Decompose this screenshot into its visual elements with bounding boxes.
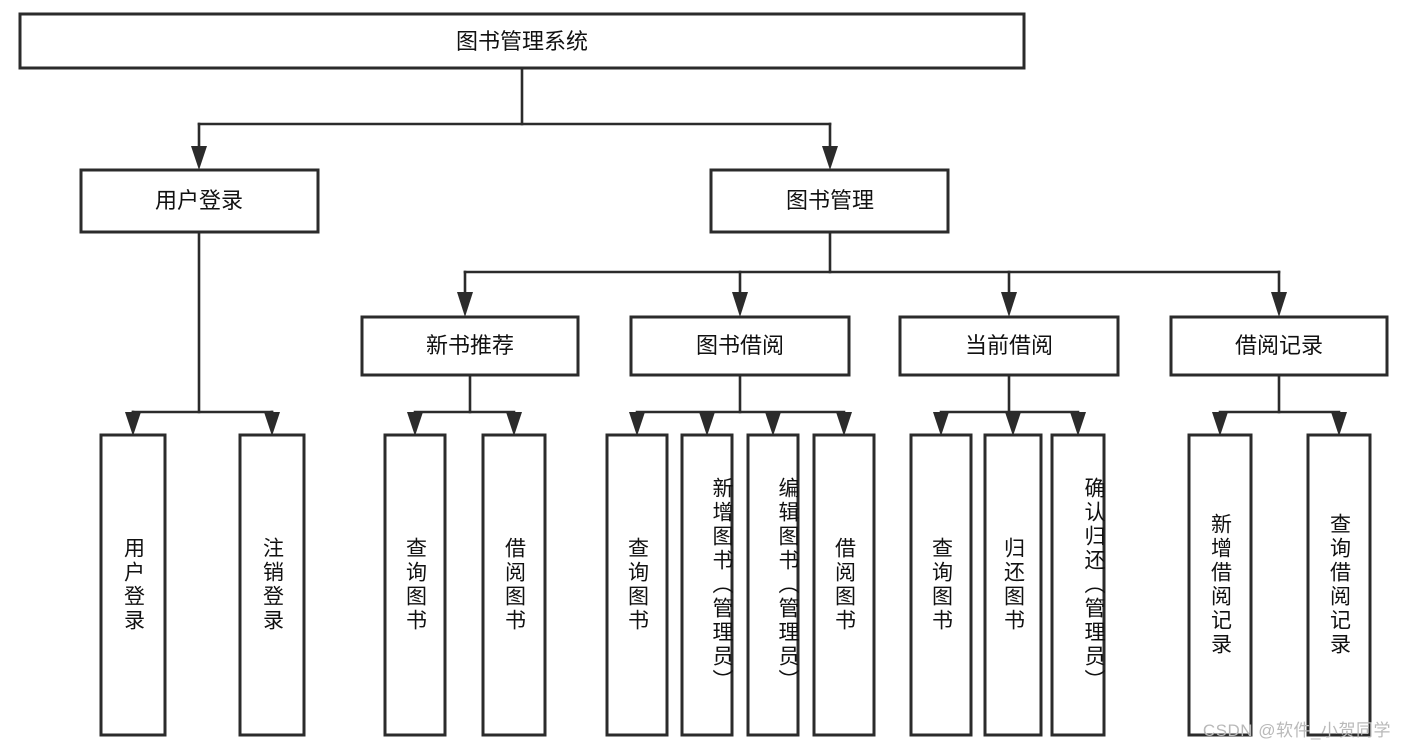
arrow-head-leaf-logout bbox=[264, 412, 280, 436]
arrow-head-leaf-add-book bbox=[699, 412, 715, 436]
arrow-head-leaf-confirm-return bbox=[1070, 412, 1086, 436]
arrow-head-leaf-query-book-1 bbox=[407, 412, 423, 436]
arrow-head-leaf-user-login bbox=[125, 412, 141, 436]
node-user-login-box[interactable] bbox=[79, 168, 320, 234]
node-new-book-rec-label: 新书推荐 bbox=[426, 333, 514, 358]
node-current-borrow-label: 当前借阅 bbox=[965, 333, 1053, 358]
leaf-node-box[interactable] bbox=[983, 433, 1043, 737]
node-book-borrow-box[interactable] bbox=[629, 315, 851, 377]
leaf-node-box[interactable] bbox=[238, 433, 306, 737]
arrow-head-leaf-edit-book bbox=[765, 412, 781, 436]
arrow-head-new-book-rec bbox=[457, 292, 473, 317]
leaf-node-box[interactable] bbox=[1187, 433, 1253, 737]
leaf-node-box[interactable] bbox=[481, 433, 547, 737]
arrow-head-leaf-query-book-2 bbox=[629, 412, 645, 436]
leaf-node-box[interactable] bbox=[383, 433, 447, 737]
arrow-head-leaf-borrow-book-2 bbox=[836, 412, 852, 436]
leaf-node-box[interactable] bbox=[746, 433, 800, 737]
node-root-box[interactable] bbox=[18, 12, 1026, 70]
connector-group bbox=[125, 66, 1347, 436]
node-current-borrow-box[interactable] bbox=[898, 315, 1120, 377]
node-new-book-rec-box[interactable] bbox=[360, 315, 580, 377]
node-borrow-record-box[interactable] bbox=[1169, 315, 1389, 377]
arrow-head-leaf-borrow-book-1 bbox=[506, 412, 522, 436]
leaf-node-box[interactable] bbox=[1306, 433, 1372, 737]
node-book-manage-label: 图书管理 bbox=[786, 188, 874, 213]
leaf-node-box[interactable] bbox=[99, 433, 167, 737]
arrow-head-user-login bbox=[191, 146, 207, 170]
leaf-node-box[interactable] bbox=[680, 433, 734, 737]
leaf-box-group bbox=[99, 433, 1372, 737]
node-group: 图书管理系统 用户登录 图书管理 新书推荐 图书借阅 当前借阅 借阅记录 bbox=[18, 12, 1389, 377]
node-book-manage-box[interactable] bbox=[709, 168, 950, 234]
node-borrow-record-label: 借阅记录 bbox=[1235, 333, 1323, 358]
arrow-head-leaf-return-book bbox=[1005, 412, 1021, 436]
arrow-head-borrow-record bbox=[1271, 292, 1287, 317]
node-user-login-label: 用户登录 bbox=[155, 188, 243, 213]
arrow-head-leaf-add-record bbox=[1212, 412, 1228, 436]
leaf-node-box[interactable] bbox=[605, 433, 669, 737]
arrow-head-book-manage bbox=[822, 146, 838, 170]
arrow-head-leaf-query-record bbox=[1331, 412, 1347, 436]
node-root-label: 图书管理系统 bbox=[456, 29, 588, 54]
arrow-head-current-borrow bbox=[1001, 292, 1017, 317]
node-book-borrow-label: 图书借阅 bbox=[696, 333, 784, 358]
leaf-node-box[interactable] bbox=[909, 433, 973, 737]
watermark: CSDN @软件_小贺同学 bbox=[1202, 721, 1391, 740]
leaf-node-box[interactable] bbox=[812, 433, 876, 737]
arrow-head-leaf-query-book-3 bbox=[933, 412, 949, 436]
arrow-head-book-borrow bbox=[732, 292, 748, 317]
leaf-node-box[interactable] bbox=[1050, 433, 1106, 737]
